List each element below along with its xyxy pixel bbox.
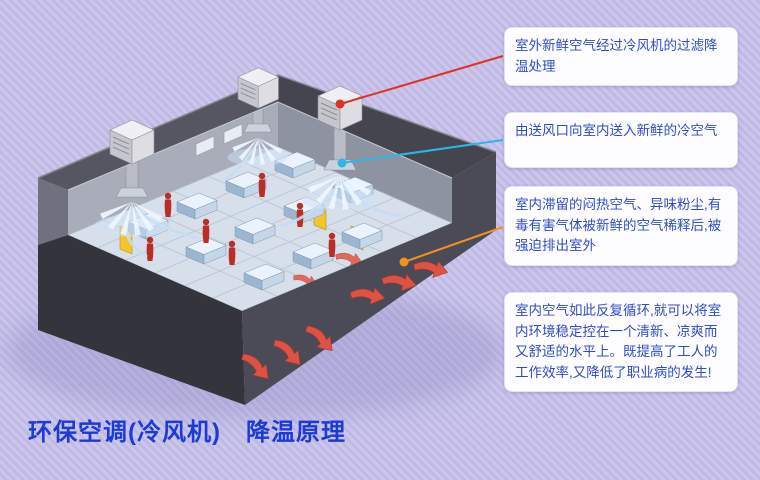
callout-supply-vent: 由送风口向室内送入新鲜的冷空气: [504, 112, 738, 168]
callout-connectors: [335, 55, 504, 267]
left-wall-cut-face: [38, 178, 68, 245]
connector-line-supply-vent: [341, 139, 504, 164]
worker-figure: [328, 232, 336, 257]
front-left-wall: [38, 235, 245, 405]
wall-vent: [223, 123, 243, 145]
worker-figure: [228, 240, 236, 265]
page-title: 环保空调(冷风机) 降温原理: [28, 419, 346, 446]
connector-dot-exhaust: [399, 257, 409, 267]
air-diffuser: [243, 123, 273, 133]
exterior-walls: [38, 152, 496, 405]
connector-dot-fresh-air-intake: [335, 99, 345, 109]
front-right-wall: [242, 152, 496, 405]
duct: [333, 127, 347, 161]
roof-left-band: [38, 75, 278, 190]
connector-line-exhaust: [403, 226, 504, 263]
worker-figure: [146, 236, 154, 261]
connector-line-fresh-air-intake: [339, 55, 504, 105]
callout-text: 室内滞留的闷热空气、异味粉尘,有毒有害气体被新鲜的空气稀释后,被强迫排出室外: [515, 197, 722, 254]
wall-vent: [195, 135, 215, 157]
callout-text: 由送风口向室内送入新鲜的冷空气: [515, 123, 718, 138]
worker-figure: [164, 192, 172, 217]
wall-vents: [195, 123, 243, 157]
callout-text: 室外新鲜空气经过冷风机的过滤降温处理: [515, 38, 718, 74]
callout-text: 室内空气如此反复循环,就可以将室内环境稳定控在一个清新、凉爽而又舒适的水平上。既…: [515, 303, 722, 380]
duct: [125, 161, 139, 189]
callout-circulation-benefits: 室内空气如此反复循环,就可以将室内环境稳定控在一个清新、凉爽而又舒适的水平上。既…: [504, 292, 738, 393]
worker-figure: [258, 172, 266, 197]
connector-dot-supply-vent: [337, 158, 347, 168]
worker-figure: [202, 218, 210, 243]
air-diffuser: [115, 187, 149, 198]
worker-figure: [296, 202, 304, 227]
callout-fresh-air-intake: 室外新鲜空气经过冷风机的过滤降温处理: [504, 27, 738, 87]
back-right-wall: [278, 102, 452, 223]
callout-exhaust-dilution: 室内滞留的闷热空气、异味粉尘,有毒有害气体被新鲜的空气稀释后,被强迫排出室外: [504, 186, 738, 266]
